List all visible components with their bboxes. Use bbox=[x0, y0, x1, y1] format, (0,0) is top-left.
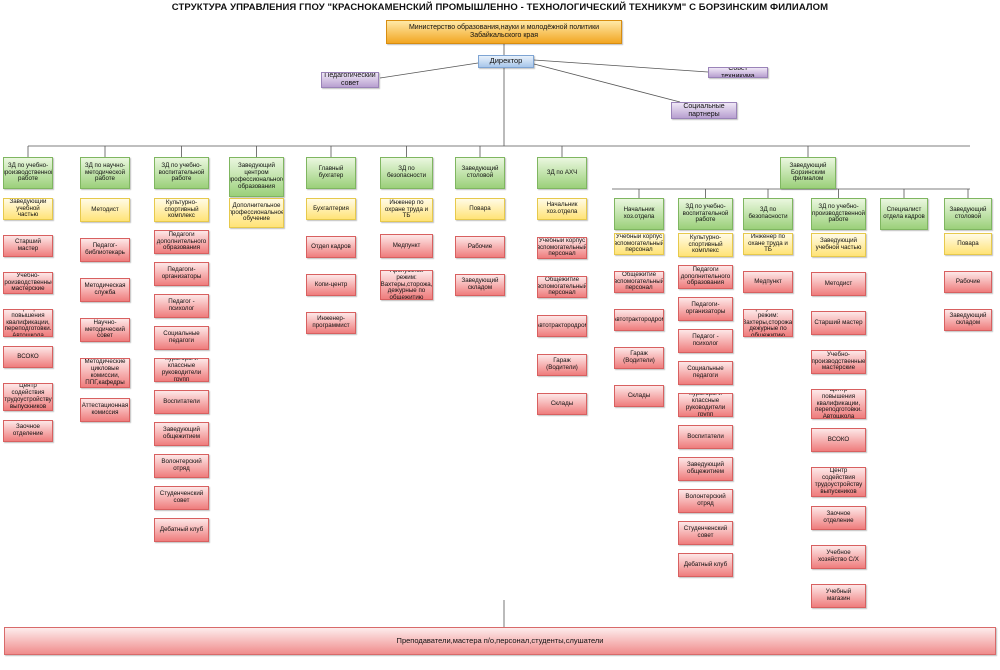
column-10-item-9: Студенченский совет bbox=[678, 521, 733, 545]
column-2-item-0: Культурно-спортивный комплекс bbox=[154, 198, 209, 222]
column-0-item-1: Старший мастер bbox=[3, 235, 53, 257]
column-10-item-3: Педагог - психолог bbox=[678, 329, 733, 353]
column-10-item-5: Кураторы и классные руководители групп bbox=[678, 393, 733, 417]
column-11-item-2: Пропускной режим: Вахтеры,сторожа, дежур… bbox=[743, 309, 793, 337]
column-head-12: ЗД по учебно-производственной работе bbox=[811, 198, 866, 230]
column-0-item-2: Учебно-производственные мастерские bbox=[3, 272, 53, 294]
column-head-5: ЗД по безопасности bbox=[380, 157, 433, 189]
column-10-item-6: Воспитатели bbox=[678, 425, 733, 449]
column-6-item-0: Повара bbox=[455, 198, 505, 220]
column-head-1: ЗД по научно-методической работе bbox=[80, 157, 130, 189]
column-10-item-2: Педагоги-организаторы bbox=[678, 297, 733, 321]
column-12-item-0: Заведующий учебной частью bbox=[811, 233, 866, 257]
column-4-item-3: Инженер-программист bbox=[306, 312, 356, 334]
column-head-7: ЗД по АХЧ bbox=[537, 157, 587, 189]
column-7-item-3: Автотрактородром bbox=[537, 315, 587, 337]
column-head-14: Заведующий столовой bbox=[944, 198, 992, 230]
column-1-item-4: Методические цикловые комиссии, ППГ,кафе… bbox=[80, 358, 130, 388]
column-9-item-2: Автотрактородром bbox=[614, 309, 664, 331]
bottom-bar: Преподаватели,мастера п/о,персонал,студе… bbox=[4, 627, 996, 655]
column-10-item-4: Социальные педагоги bbox=[678, 361, 733, 385]
column-4-item-2: Копи-центр bbox=[306, 274, 356, 296]
partners-box: Социальные партнеры bbox=[671, 102, 737, 119]
column-9-item-0: Учебный корпус вспомогательный персонал bbox=[614, 233, 664, 255]
column-12-item-2: Старший мастер bbox=[811, 311, 866, 335]
column-12-item-4: Центр повышения квалификации, переподгот… bbox=[811, 389, 866, 419]
column-7-item-1: Учебный корпус вспомогательный персонал bbox=[537, 237, 587, 259]
column-10-item-0: Культурно-спортивный комплекс bbox=[678, 233, 733, 257]
column-12-item-1: Методист bbox=[811, 272, 866, 296]
column-head-10: ЗД по учебно-воспитательной работе bbox=[678, 198, 733, 230]
column-7-item-4: Гараж (Водители) bbox=[537, 354, 587, 376]
column-7-item-0: Начальник хоз.отдела bbox=[537, 198, 587, 220]
column-2-item-6: Воспитатели bbox=[154, 390, 209, 414]
column-2-item-1: Педагоги дополнительного образования bbox=[154, 230, 209, 254]
column-12-item-3: Учебно-производственные мастерские bbox=[811, 350, 866, 374]
column-10-item-1: Педагоги дополнительного образования bbox=[678, 265, 733, 289]
column-1-item-3: Научно-методический совет bbox=[80, 318, 130, 342]
column-1-item-0: Методист bbox=[80, 198, 130, 222]
column-5-item-0: Инженер по охране труда и ТБ bbox=[380, 198, 433, 222]
column-head-9: Начальник хоз.отдела bbox=[614, 198, 664, 230]
column-14-item-1: Рабочие bbox=[944, 271, 992, 293]
column-head-0: ЗД по учебно-производственной работе bbox=[3, 157, 53, 189]
column-1-item-5: Аттестационная комиссия bbox=[80, 398, 130, 422]
column-11-item-0: Инженер по охане труда и ТБ bbox=[743, 233, 793, 255]
column-9-item-3: Гараж (Водители) bbox=[614, 347, 664, 369]
column-10-item-10: Дебатный клуб bbox=[678, 553, 733, 577]
column-14-item-0: Повара bbox=[944, 233, 992, 255]
column-12-item-7: Заочное отделение bbox=[811, 506, 866, 530]
column-10-item-7: Заведующий общежитием bbox=[678, 457, 733, 481]
column-9-item-1: Общежитие вспомогательный персонал bbox=[614, 271, 664, 293]
column-2-item-9: Студенченский совет bbox=[154, 486, 209, 510]
column-0-item-5: Центр содействия трудоустройству выпускн… bbox=[3, 383, 53, 411]
column-head-13: Специалист отдела кадров bbox=[880, 198, 928, 230]
column-4-item-0: Бухгалтерия bbox=[306, 198, 356, 220]
column-12-item-9: Учебный магазин bbox=[811, 584, 866, 608]
tech-council-box: Совет техникума bbox=[708, 67, 768, 78]
ped-council-box: Педагогический совет bbox=[321, 72, 379, 88]
column-14-item-2: Заведующий складом bbox=[944, 309, 992, 331]
column-head-8: Заведующий Борзинским филиалом bbox=[780, 157, 836, 189]
column-2-item-3: Педагог - психолог bbox=[154, 294, 209, 318]
column-12-item-5: ВСОКО bbox=[811, 428, 866, 452]
ministry-box: Министерство образования,науки и молодёж… bbox=[386, 20, 622, 44]
column-head-11: ЗД по безопасности bbox=[743, 198, 793, 230]
column-0-item-0: Заведующий учебной частью bbox=[3, 198, 53, 220]
column-5-item-1: Медпункт bbox=[380, 234, 433, 258]
column-head-3: Заведующий центром профессионального обр… bbox=[229, 157, 284, 197]
column-0-item-6: Заочное отделение bbox=[3, 420, 53, 442]
column-9-item-4: Склады bbox=[614, 385, 664, 407]
column-head-6: Заведующий столовой bbox=[455, 157, 505, 189]
column-2-item-4: Социальные педагоги bbox=[154, 326, 209, 350]
column-10-item-8: Волонтерский отряд bbox=[678, 489, 733, 513]
column-7-item-2: Общежитие вспомогательный персонал bbox=[537, 276, 587, 298]
director-box: Директор bbox=[478, 55, 534, 68]
column-5-item-2: Пропускной режим: Вахтеры,сторожа, дежур… bbox=[380, 270, 433, 300]
column-6-item-1: Рабочие bbox=[455, 236, 505, 258]
column-1-item-2: Методическая служба bbox=[80, 278, 130, 302]
column-12-item-6: Центр содействия трудоустройству выпускн… bbox=[811, 467, 866, 497]
column-2-item-8: Волонтерский отряд bbox=[154, 454, 209, 478]
column-11-item-1: Медпункт bbox=[743, 271, 793, 293]
column-2-item-5: Кураторы и классные руководители групп bbox=[154, 358, 209, 382]
connector-line bbox=[533, 63, 681, 103]
column-head-4: Главный бухгатер bbox=[306, 157, 356, 189]
column-2-item-7: Заведующий общежитием bbox=[154, 422, 209, 446]
page-title: СТРУКТУРА УПРАВЛЕНИЯ ГПОУ "КРАСНОКАМЕНСК… bbox=[171, 2, 829, 13]
column-2-item-2: Педагоги-организаторы bbox=[154, 262, 209, 286]
connector-line bbox=[533, 59, 709, 73]
column-12-item-8: Учебное хозяйство С/Х bbox=[811, 545, 866, 569]
column-0-item-3: Центр повышения квалификации, переподгот… bbox=[3, 309, 53, 337]
column-4-item-1: Отдел кадров bbox=[306, 236, 356, 258]
column-6-item-2: Заведующий складом bbox=[455, 274, 505, 296]
column-head-2: ЗД по учебно-воспитательной работе bbox=[154, 157, 209, 189]
column-7-item-5: Склады bbox=[537, 393, 587, 415]
column-0-item-4: ВСОКО bbox=[3, 346, 53, 368]
column-3-item-0: Дополнительное профессиональное обучение bbox=[229, 198, 284, 228]
connector-line bbox=[379, 62, 479, 79]
column-1-item-1: Педагог-библиотекарь bbox=[80, 238, 130, 262]
column-2-item-10: Дебатный клуб bbox=[154, 518, 209, 542]
